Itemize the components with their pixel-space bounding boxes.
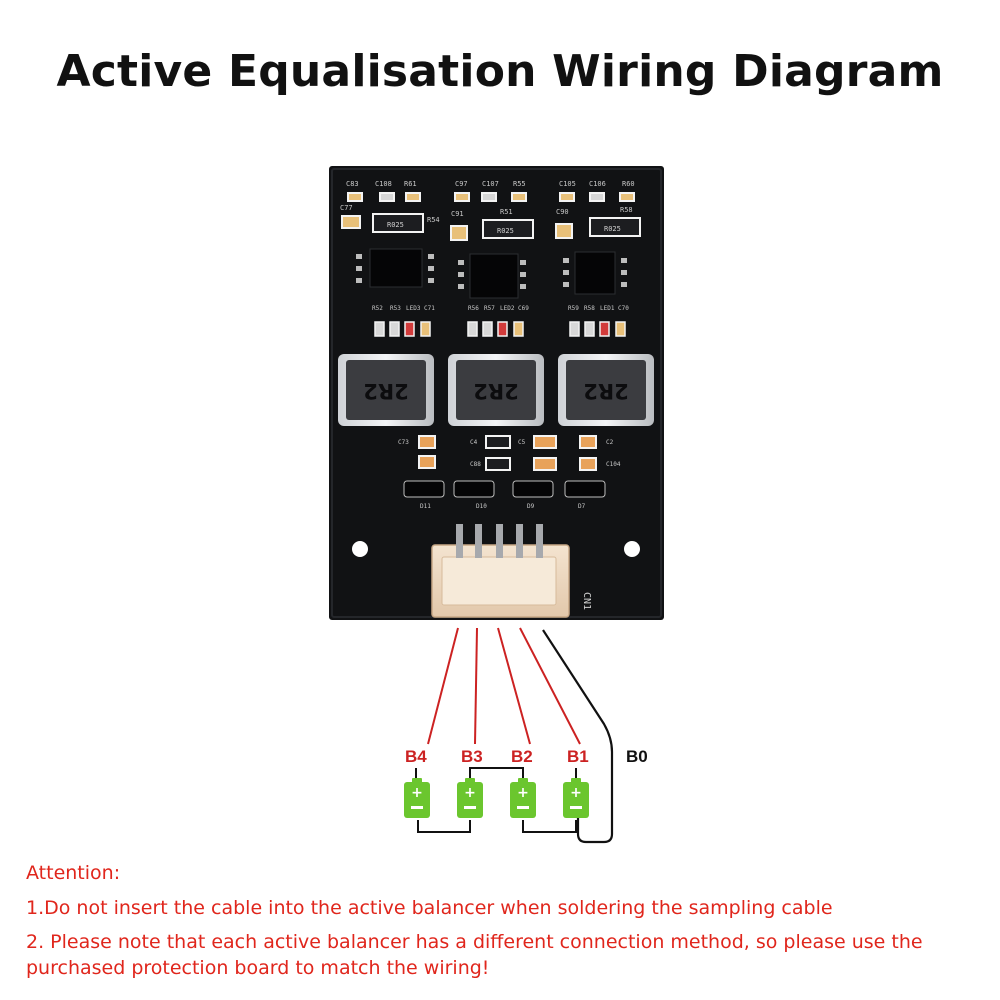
silk-label: C108 (375, 180, 392, 188)
silk-label: R54 (427, 216, 440, 224)
lower-capacitors (418, 435, 597, 471)
silk-label: C69 (518, 305, 529, 312)
label-b3: B3 (461, 747, 483, 766)
battery-cells: + + + + (404, 778, 589, 818)
battery-icon: + (563, 778, 589, 818)
silk-label: C73 (398, 439, 409, 446)
inductor-marking: 2R2 (473, 379, 518, 403)
svg-text:+: + (464, 785, 476, 801)
silk-label: R52 (372, 305, 383, 312)
attention-heading: Attention: (26, 862, 121, 884)
mounting-hole (624, 541, 640, 557)
silk-label: R51 (500, 208, 513, 216)
wire-b0 (542, 629, 614, 844)
silk-label: R59 (568, 305, 579, 312)
silk-label: R58 (620, 206, 633, 214)
silk-label: C104 (606, 461, 621, 468)
silk-label: C77 (340, 204, 353, 212)
label-b0: B0 (626, 747, 648, 766)
silk-label: D10 (476, 503, 487, 510)
mounting-hole (352, 541, 368, 557)
silk-label: R56 (468, 305, 479, 312)
silk-label: D9 (527, 503, 535, 510)
battery-icon: + (404, 778, 430, 818)
diodes (403, 480, 606, 498)
connector-cn1: CN1 (431, 524, 592, 618)
resistor-marking: R025 (497, 227, 514, 235)
wire-b3 (474, 627, 478, 745)
silk-label: C4 (470, 439, 478, 446)
inductor-marking: 2R2 (583, 379, 628, 403)
silk-label: LED1 (600, 305, 615, 312)
svg-text:+: + (517, 785, 529, 801)
silk-label: C70 (618, 305, 629, 312)
top-smd-parts (347, 192, 635, 202)
wire-b4 (427, 627, 459, 745)
wire-b1 (519, 627, 581, 745)
silk-label: R58 (584, 305, 595, 312)
silk-label: C90 (556, 208, 569, 216)
silk-label: C71 (424, 305, 435, 312)
attention-note-1: 1.Do not insert the cable into the activ… (26, 897, 833, 919)
svg-text:+: + (570, 785, 582, 801)
silk-label: R57 (484, 305, 495, 312)
ic-chips (356, 248, 627, 299)
silk-label: C91 (451, 210, 464, 218)
inductor-marking: 2R2 (363, 379, 408, 403)
battery-icon: + (510, 778, 536, 818)
silk-label: C97 (455, 180, 468, 188)
resistor-marking: R025 (604, 225, 621, 233)
inductor: 2R2 (338, 354, 434, 426)
label-b2: B2 (511, 747, 533, 766)
silk-label: C107 (482, 180, 499, 188)
silk-label: R55 (513, 180, 526, 188)
silk-label: R61 (404, 180, 417, 188)
label-b1: B1 (567, 747, 589, 766)
silk-label: R53 (390, 305, 401, 312)
silk-label: C105 (559, 180, 576, 188)
inductor: 2R2 (558, 354, 654, 426)
inductor: 2R2 (448, 354, 544, 426)
silk-label: LED2 (500, 305, 515, 312)
wires (427, 627, 614, 844)
silk-label: D11 (420, 503, 431, 510)
battery-icon: + (457, 778, 483, 818)
silk-label: R60 (622, 180, 635, 188)
silk-label: D7 (578, 503, 586, 510)
page-title: Active Equalisation Wiring Diagram (56, 46, 944, 97)
silk-label: C83 (346, 180, 359, 188)
inductors: 2R2 2R2 2R2 (338, 354, 654, 426)
label-b4: B4 (405, 747, 427, 766)
svg-text:+: + (411, 785, 423, 801)
attention-note-2: 2. Please note that each active balancer… (26, 931, 923, 979)
silk-label: C2 (606, 439, 614, 446)
pcb-board: C83 C108 R61 C97 C107 R55 C105 C106 R60 (329, 166, 664, 620)
silk-label: C5 (518, 439, 526, 446)
silk-label: LED3 (406, 305, 421, 312)
cell-links (415, 767, 577, 833)
wire-b2 (497, 627, 531, 745)
resistor-marking: R025 (387, 221, 404, 229)
silk-label: C106 (589, 180, 606, 188)
connector-label: CN1 (581, 592, 592, 610)
silk-label: C88 (470, 461, 481, 468)
